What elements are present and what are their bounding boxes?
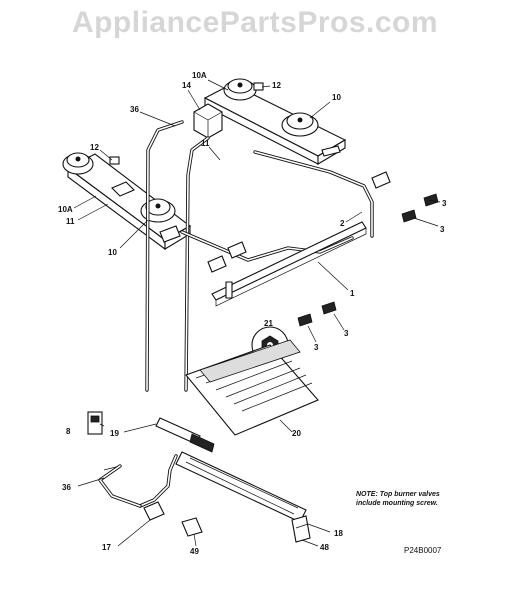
leader-lines <box>73 79 441 547</box>
callout-11-front: 11 <box>66 217 75 226</box>
callout-labels: 10A 12 10 14 36 11 12 10A 11 10 2 1 3 3 … <box>58 71 447 556</box>
callout-1: 1 <box>350 289 355 298</box>
callout-49: 49 <box>190 547 199 556</box>
callout-17: 17 <box>102 543 111 552</box>
oven-igniter <box>155 417 215 453</box>
callout-3-c: 3 <box>344 329 349 338</box>
callout-2: 2 <box>340 219 345 228</box>
callout-18: 18 <box>334 529 343 538</box>
igniter-switch-back <box>253 82 264 91</box>
diagram-code: P24B0007 <box>404 546 442 555</box>
oven-orifice-fitting <box>143 501 165 521</box>
burner-head-10-front <box>140 198 176 223</box>
callout-10A-back: 10A <box>192 71 207 80</box>
note-line-2: include mounting screw. <box>356 500 438 507</box>
callout-48: 48 <box>320 543 329 552</box>
oven-safety-valve <box>87 411 103 435</box>
burner-mount-front <box>111 181 181 243</box>
burner-orifice-back <box>321 145 341 157</box>
callout-12-front: 12 <box>90 143 99 152</box>
callout-36-upper: 36 <box>130 105 139 114</box>
callout-36-lower: 36 <box>62 483 71 492</box>
orifice-holder <box>181 517 203 537</box>
burner-supply-tubes <box>145 120 374 392</box>
callout-3-a: 3 <box>442 199 447 208</box>
oven-burner-tube <box>175 451 307 523</box>
burner-valves <box>207 171 391 273</box>
pressure-regulator <box>193 103 223 139</box>
callout-10-front: 10 <box>108 248 117 257</box>
oven-supply-line <box>98 454 178 508</box>
oven-heat-shield <box>185 339 319 436</box>
callout-3-b: 3 <box>440 225 445 234</box>
burner-head-10-back <box>281 112 319 137</box>
callout-19: 19 <box>110 429 119 438</box>
callout-8: 8 <box>66 427 71 436</box>
burner-head-10A-back <box>223 78 257 101</box>
callout-21: 21 <box>264 319 273 328</box>
valve-knobs <box>297 193 439 327</box>
callout-11-upper: 11 <box>201 139 210 148</box>
back-burner-assembly <box>203 83 347 165</box>
watermark: AppliancePartsPros.com <box>71 6 439 39</box>
callout-12-back: 12 <box>272 81 281 90</box>
callout-3-d: 3 <box>314 343 319 352</box>
callout-10A-front: 10A <box>58 205 73 214</box>
callout-10-back: 10 <box>332 93 341 102</box>
burner-head-10A-front <box>62 152 94 175</box>
note-line-1: NOTE: Top burner valves <box>356 491 440 498</box>
callout-20: 20 <box>292 429 301 438</box>
igniter-switch-front <box>109 156 120 165</box>
gas-manifold <box>211 221 367 307</box>
burner-bracket <box>291 515 311 543</box>
callout-14: 14 <box>182 81 191 90</box>
